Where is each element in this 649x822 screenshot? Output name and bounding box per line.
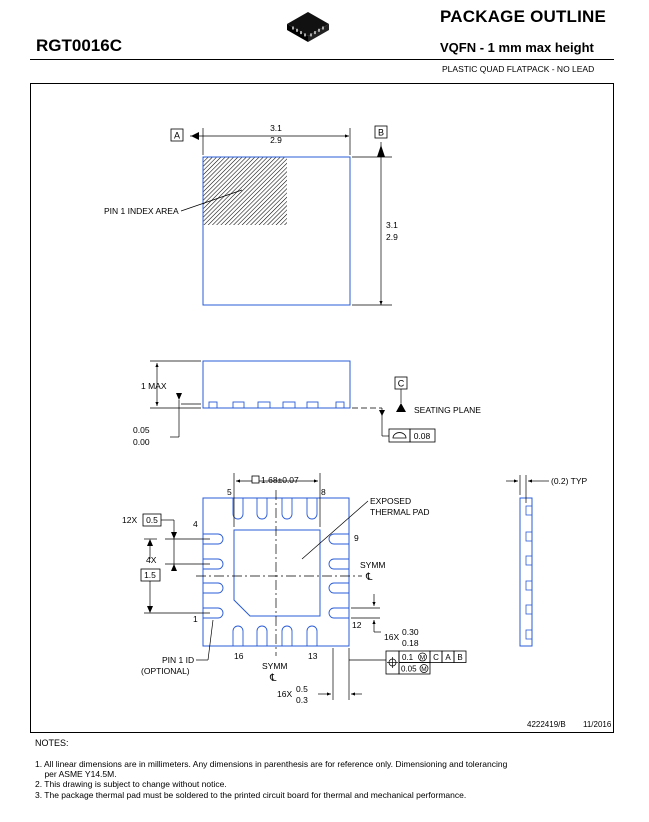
pad-size-label: 1.68±0.07 [261,475,299,485]
square-symbol-icon [251,475,260,484]
pin-5-label: 5 [227,487,232,497]
top-width-max: 3.1 [270,123,282,133]
side-detail-view: (0.2) TYP [506,475,588,647]
top-width-min: 2.9 [270,135,282,145]
exposed-thermal-pad [233,529,321,617]
exposed-pad-label-1: EXPOSED [370,496,411,506]
pin1-index-leader [180,189,243,212]
pin-12-label: 12 [352,620,362,630]
package-description: PLASTIC QUAD FLATPACK - NO LEAD [442,64,595,74]
note-item: 2. This drawing is subject to change wit… [35,779,227,790]
fcf-row1-value: 0.1 [402,653,414,662]
top-view-outline [202,156,351,306]
top-height-min: 2.9 [386,232,398,242]
span-prefix: 4X [146,555,157,565]
flatness-value: 0.08 [414,431,431,441]
top-view: A B 3.1 2.9 3.1 2.9 PIN 1 INDEX AREA [104,123,398,306]
notes-list: 1. All linear dimensions are in millimet… [35,759,507,800]
span-value: 1.5 [144,570,156,580]
package-outline-title: PACKAGE OUTLINE [440,7,607,26]
exposed-pad-leader [301,500,369,560]
lead-width-prefix: 16X [384,632,399,642]
pin1-id-label-2: (OPTIONAL) [141,666,190,676]
drawing-frame [30,83,614,733]
datum-c-label: C [398,379,405,389]
top-leads [232,498,318,520]
centerline-symbol-right: ℄ [365,572,373,583]
seating-plane-label: SEATING PLANE [414,405,481,415]
left-leads [203,533,224,619]
exposed-pad-label-2: THERMAL PAD [370,507,430,517]
mmc-modifier-icon [418,652,427,662]
ref-dimension-typ: (0.2) TYP [551,476,588,486]
profile-surface-icon [392,432,407,439]
side-height-label: 1 MAX [141,381,167,391]
note-item: 1. All linear dimensions are in millimet… [35,759,508,769]
pin1-id-label-1: PIN 1 ID [162,655,194,665]
pitch-prefix: 12X [122,515,137,525]
drawing-date: 11/2016 [583,720,612,729]
standoff-min: 0.00 [133,437,150,447]
feature-control-frame: 0.1 M C A B 0.05 M [385,650,467,675]
drawing-number: 4222419/B [527,720,566,729]
datum-a-label: A [174,131,180,141]
bottom-leads [232,625,318,646]
side-detail-outline [519,497,533,647]
notes-heading: NOTES: [35,738,69,748]
fcf-row2-mmc: M [421,666,426,673]
note-item: per ASME Y14.5M. [35,769,117,780]
fcf-datum-c: C [433,653,439,662]
lead-width-min: 0.18 [402,638,419,648]
lead-length-max: 0.5 [296,684,308,694]
right-leads [328,533,349,619]
pin-1-label: 1 [193,614,198,624]
pitch-value: 0.5 [146,515,158,525]
bottom-view: 1.68±0.07 5 8 4 9 1 12 16 13 12X 0.5 4X … [122,473,467,705]
datum-b-label: B [378,128,384,138]
symm-label-bottom: SYMM [262,661,288,671]
pin1-id-leader [207,619,214,661]
note-item: 3. The package thermal pad must be solde… [35,789,467,800]
pin-4-label: 4 [193,519,198,529]
fcf-datum-b: B [457,653,462,662]
part-number: RGT0016C [36,36,122,55]
datum-b-box [374,125,388,139]
top-height-max: 3.1 [386,220,398,230]
pin-16-label: 16 [234,651,244,661]
package-subtitle: VQFN - 1 mm max height [440,40,594,55]
lead-length-prefix: 16X [277,689,292,699]
package-3d-icon [283,8,333,48]
datum-a-box [170,128,184,142]
fcf-row1-mmc: M [420,655,425,662]
pin-9-label: 9 [354,533,359,543]
side-body-outline [202,360,351,409]
pin1-index-hatch [203,157,287,225]
lead-length-min: 0.3 [296,695,308,705]
fcf-datum-a: A [445,653,451,662]
pin1-index-label: PIN 1 INDEX AREA [104,206,179,216]
fcf-row2-value: 0.05 [401,665,417,674]
symm-label-right: SYMM [360,560,386,570]
lead-width-max: 0.30 [402,627,419,637]
standoff-max: 0.05 [133,425,150,435]
side-view: 1 MAX 0.05 0.00 C SEATING PLANE 0.08 [133,360,481,447]
pin-8-label: 8 [321,487,326,497]
pin-13-label: 13 [308,651,318,661]
header-rule [30,59,614,60]
centerline-symbol-bottom: ℄ [269,673,277,684]
